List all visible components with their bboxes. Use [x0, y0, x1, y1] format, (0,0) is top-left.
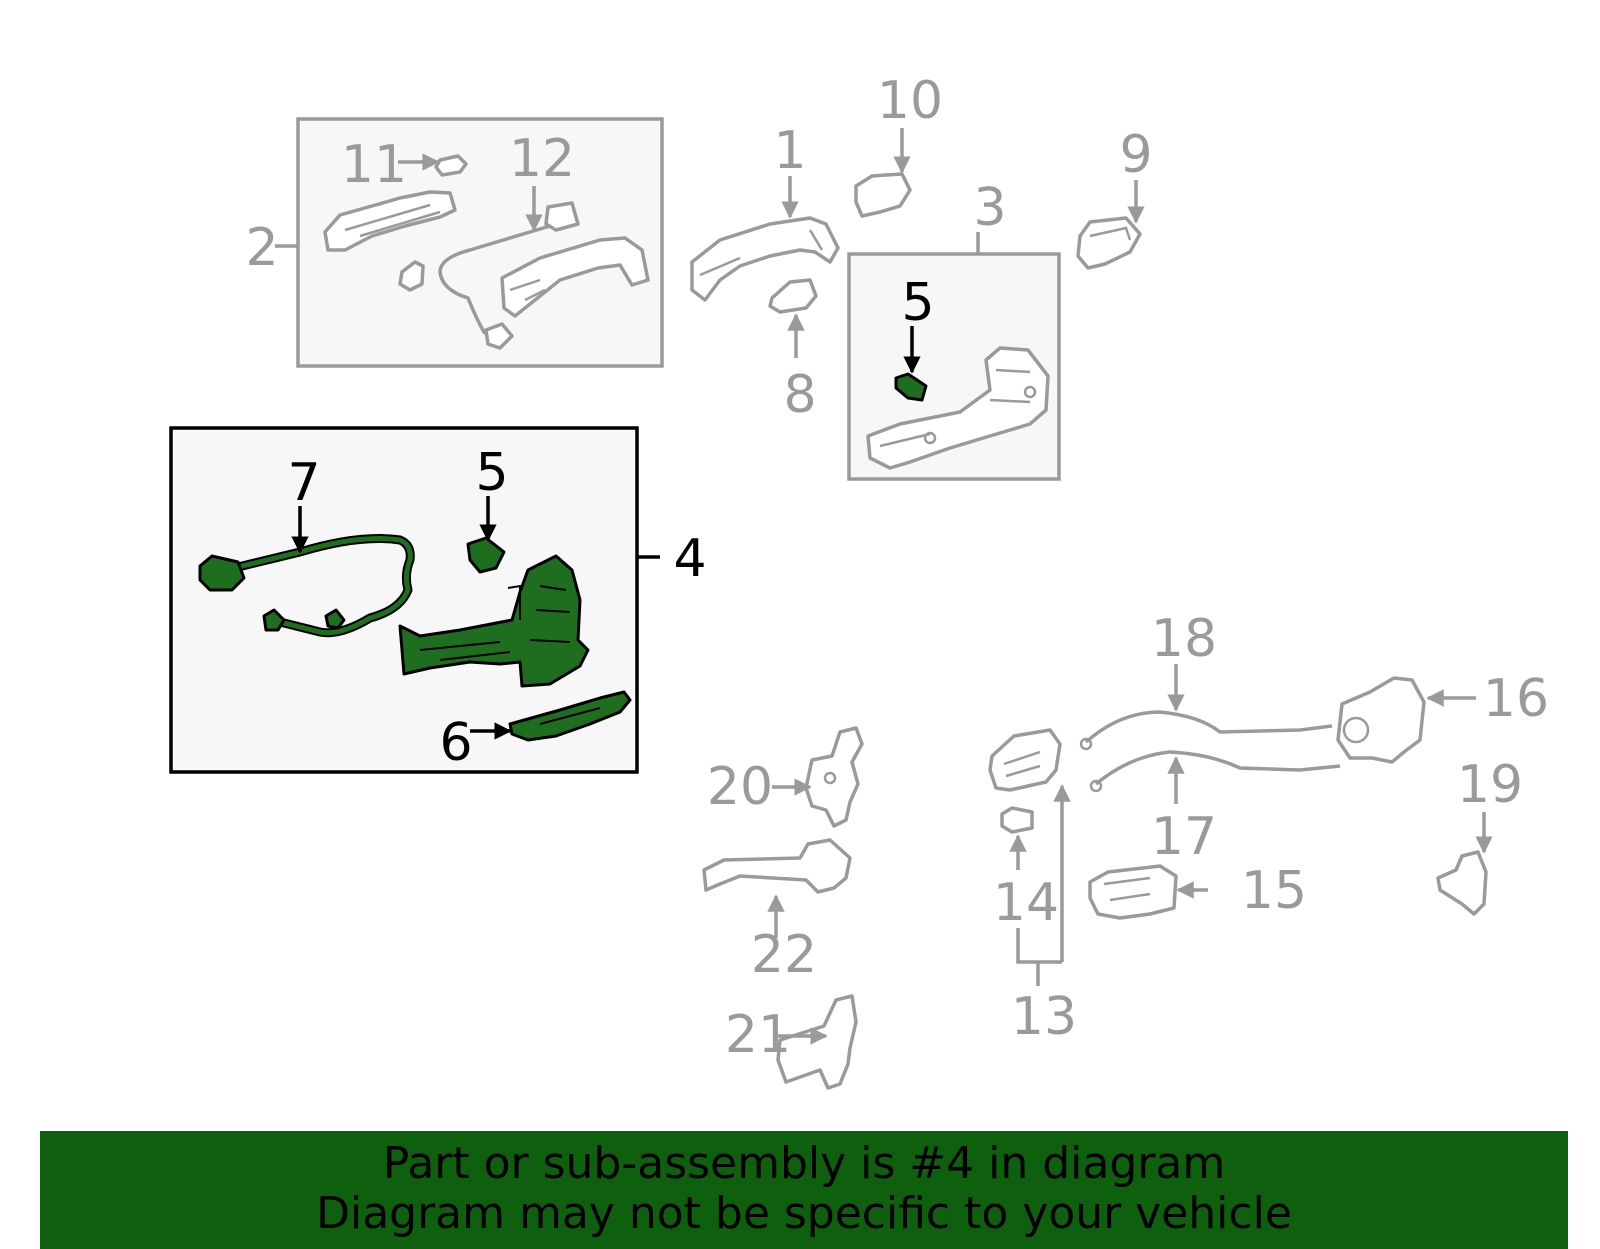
callout-4: 4 [673, 529, 706, 589]
part-19-striker [1436, 850, 1488, 916]
callout-17: 17 [1151, 807, 1217, 867]
callout-21: 21 [725, 1005, 791, 1065]
part-15-lock-cover [1088, 864, 1178, 920]
callout-22: 22 [751, 925, 817, 985]
part-4-outside-handle-frame [398, 554, 590, 688]
callout-13: 13 [1011, 987, 1077, 1047]
callout-19: 19 [1457, 755, 1523, 815]
part-10-cover [854, 172, 912, 218]
part-12-cable-end [544, 201, 580, 232]
banner-line-2: Diagram may not be specific to your vehi… [316, 1188, 1292, 1239]
info-banner: Part or sub-assembly is #4 in diagram Di… [40, 1131, 1568, 1249]
part-9-cover [1076, 216, 1142, 270]
part-7-connector-left [198, 554, 246, 592]
callout-11: 11 [341, 135, 407, 195]
callout-8: 8 [783, 365, 816, 425]
callout-6: 6 [439, 713, 472, 773]
part-2-bolt [398, 260, 425, 292]
callout-3: 3 [973, 178, 1006, 238]
callout-20: 20 [707, 757, 773, 817]
part-2-outer-handle [500, 236, 650, 318]
callout-5-box3: 5 [901, 273, 934, 333]
part-17-cable [1094, 750, 1341, 786]
part-12-connector [484, 322, 514, 350]
callout-2: 2 [245, 218, 278, 278]
part-13-door-lock [988, 728, 1062, 792]
callout-1: 1 [773, 121, 806, 181]
callout-9: 9 [1119, 125, 1152, 185]
part-1-outside-handle [690, 216, 840, 302]
callout-labels: 1 2 3 4 5 5 6 7 8 9 10 11 12 13 14 15 16… [245, 71, 1549, 1065]
callout-5-box4: 5 [475, 443, 508, 503]
part-7-connector-right [262, 608, 286, 632]
callout-14: 14 [993, 873, 1059, 933]
callout-16: 16 [1483, 669, 1549, 729]
callout-7: 7 [287, 453, 320, 513]
callout-15: 15 [1241, 861, 1307, 921]
part-8-cap [768, 278, 818, 314]
part-14-bolt [1000, 806, 1034, 834]
callout-12: 12 [509, 129, 575, 189]
part-22-door-check [702, 838, 852, 894]
leader-lines [291, 128, 1493, 1045]
part-18-cable [1084, 710, 1333, 744]
callout-18: 18 [1151, 609, 1217, 669]
assembly-box-4 [169, 426, 660, 774]
callout-10: 10 [877, 71, 943, 131]
assembly-box-3 [847, 232, 1061, 481]
part-5-connector-highlight [894, 372, 928, 402]
part-7-clip [324, 608, 346, 630]
part-11-clip [434, 154, 468, 177]
banner-line-1: Part or sub-assembly is #4 in diagram [382, 1138, 1226, 1189]
assembly-box-2 [275, 117, 664, 368]
